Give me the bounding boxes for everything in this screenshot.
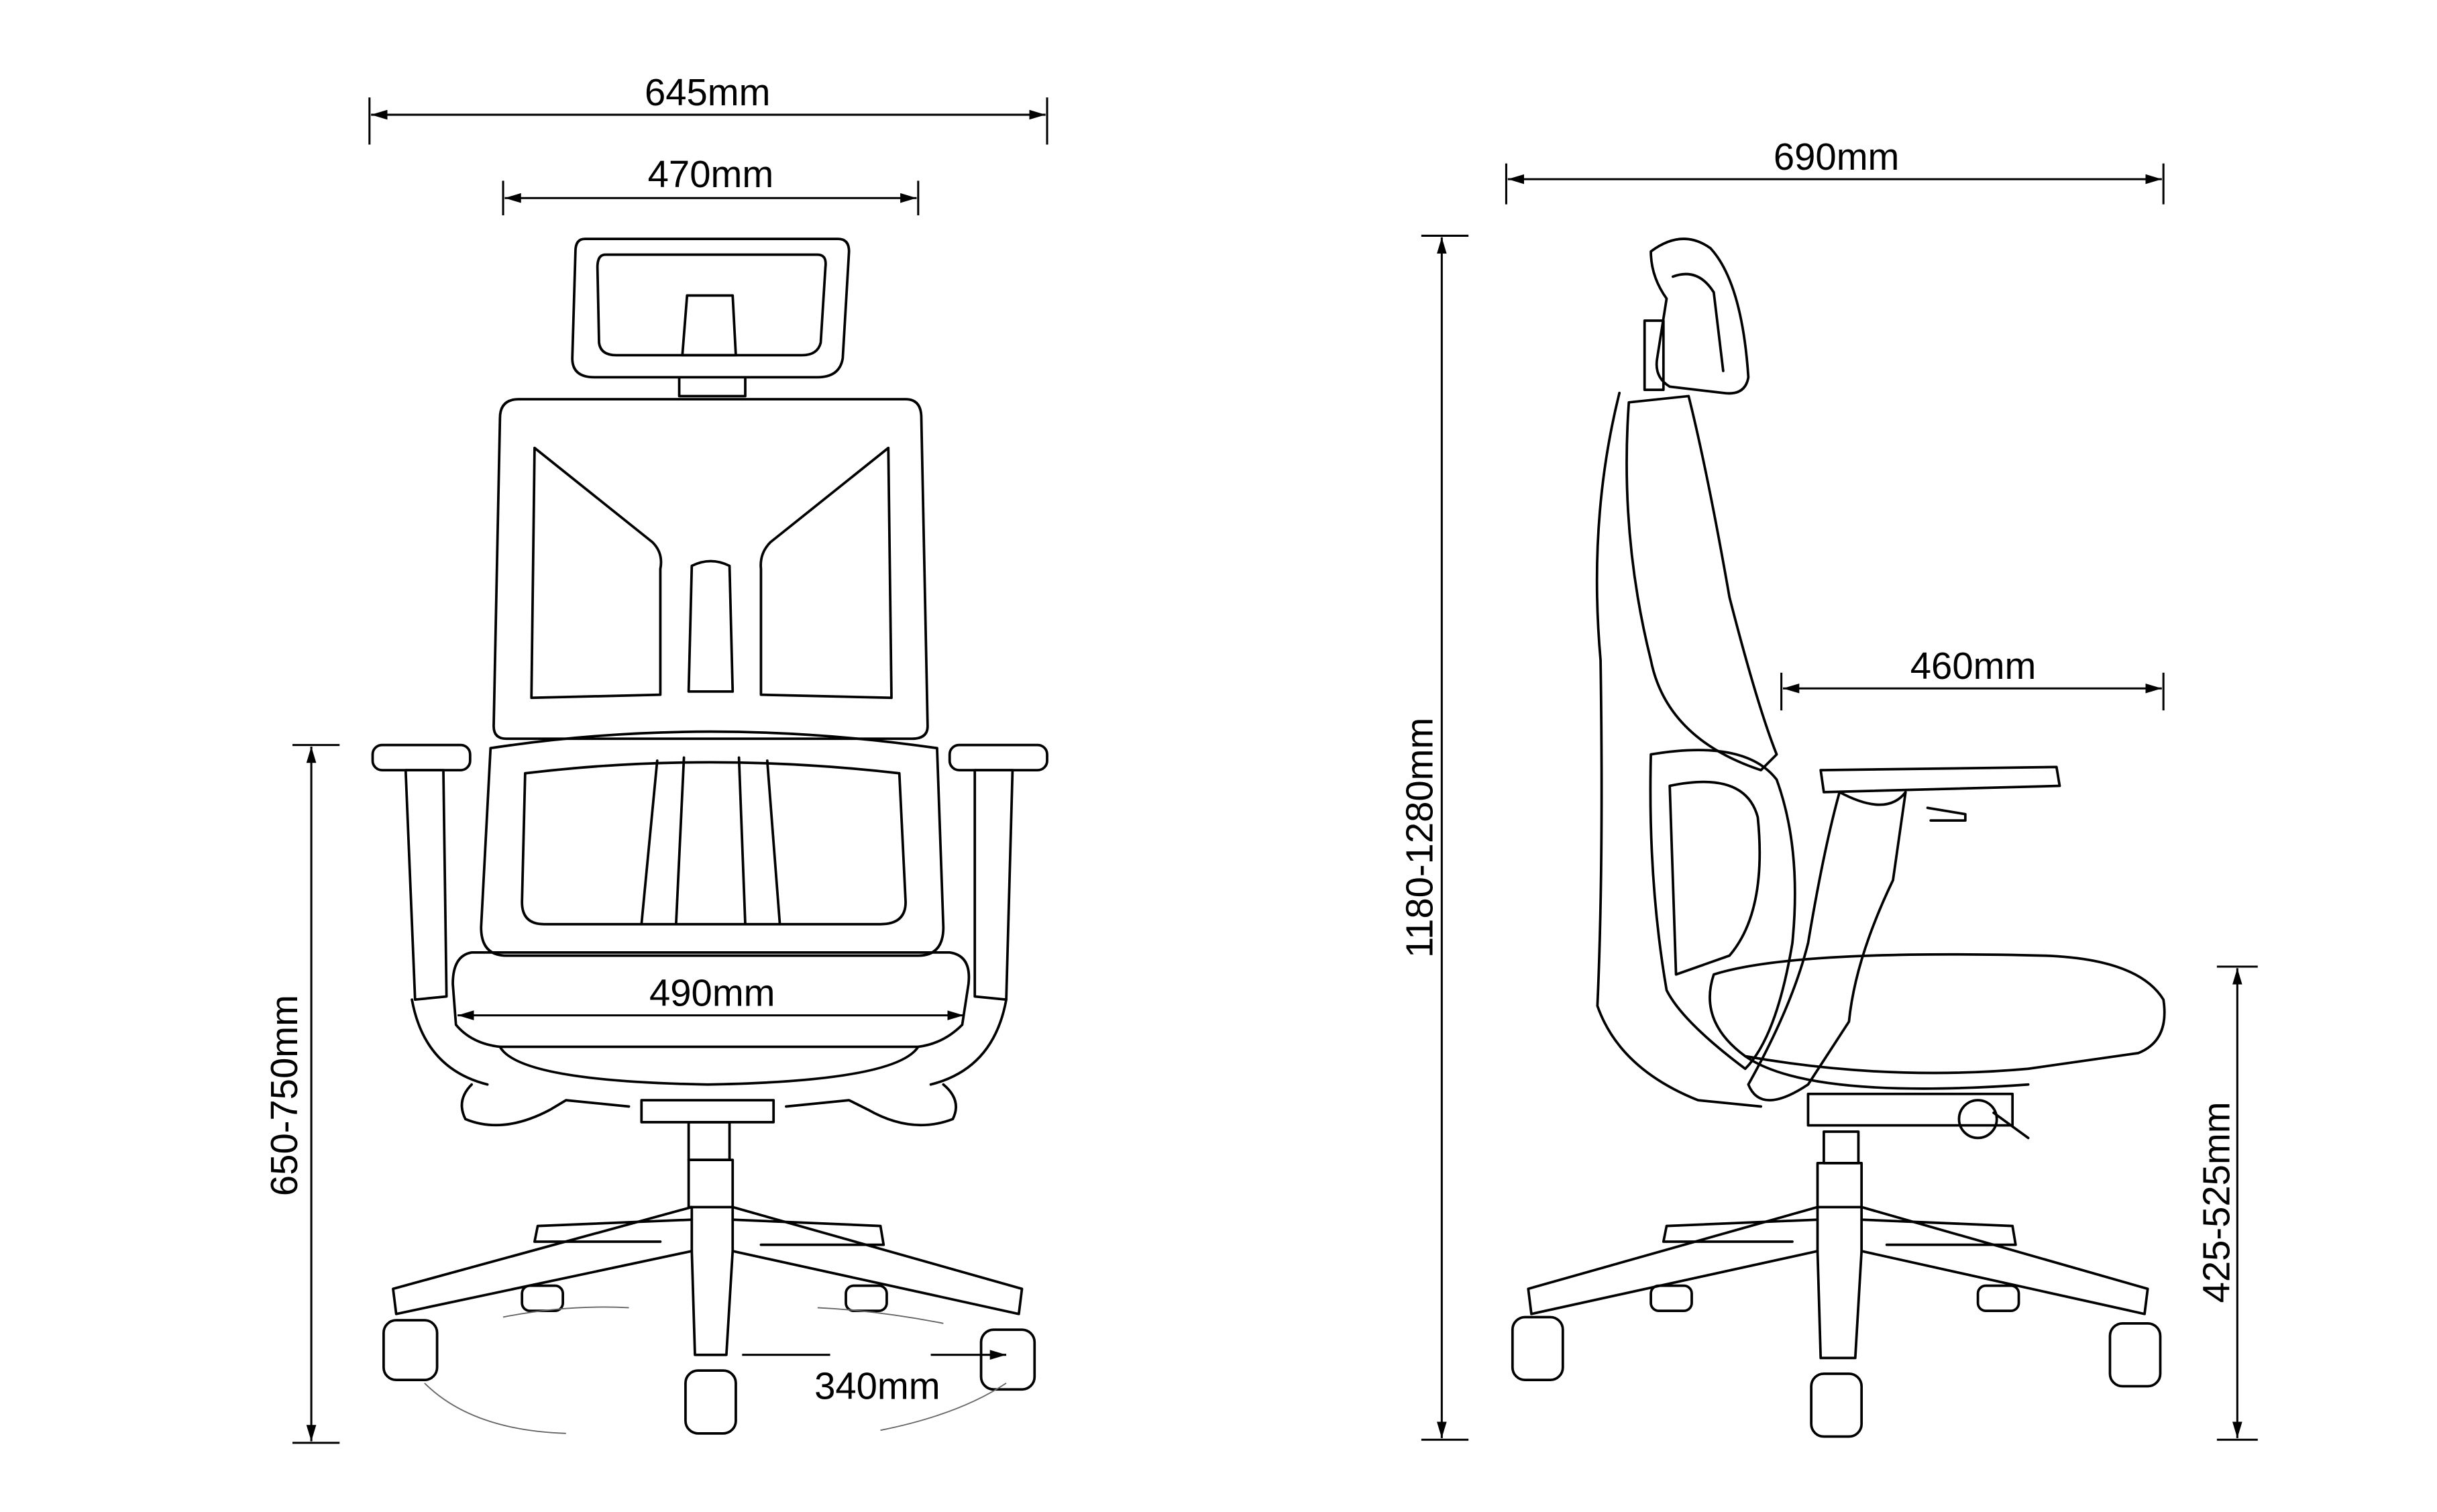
left-armrest <box>371 743 489 1086</box>
backrest-width-label: 470mm <box>648 153 774 195</box>
dimension-backrest-width: 470mm <box>502 153 920 215</box>
side-base <box>1511 1205 2162 1438</box>
overall-depth-label: 690mm <box>1774 136 1900 178</box>
seat-depth-label: 460mm <box>1910 645 2037 687</box>
armrest-height-label: 650-750mm <box>263 995 305 1196</box>
seat <box>451 951 971 1086</box>
side-seat <box>1709 953 2166 1090</box>
seat-width-label: 490mm <box>649 972 775 1014</box>
side-backrest <box>1595 391 1796 1108</box>
dimension-overall-height: 1180-1280mm <box>1398 234 1469 1441</box>
dimension-armrest-height: 650-750mm <box>263 744 340 1444</box>
wheel-spacing-label: 340mm <box>814 1364 940 1407</box>
dimension-overall-depth: 690mm <box>1505 136 2165 205</box>
dimension-seat-depth: 460mm <box>1780 645 2165 711</box>
dimension-wheel-spacing: 340mm <box>742 1350 1007 1407</box>
seat-height-label: 425-525mm <box>2196 1101 2238 1303</box>
five-star-base <box>382 1205 1036 1435</box>
backrest <box>480 398 945 957</box>
overall-width-label: 645mm <box>645 71 771 113</box>
side-mechanism <box>1806 1092 2030 1209</box>
front-view: 645mm 470mm <box>263 71 1048 1444</box>
dimension-seat-height: 425-525mm <box>2196 965 2258 1441</box>
right-armrest <box>929 743 1048 1086</box>
headrest <box>571 237 851 398</box>
mechanism <box>460 1083 957 1209</box>
side-headrest <box>1643 237 1750 395</box>
side-view: 690mm 460mm 1180-1280mm 425-525mm <box>1398 136 2258 1441</box>
overall-height-label: 1180-1280mm <box>1398 718 1440 958</box>
side-armrest <box>1747 765 2061 1101</box>
dimension-overall-width: 645mm <box>368 71 1048 145</box>
dimension-seat-width: 490mm <box>457 972 964 1020</box>
